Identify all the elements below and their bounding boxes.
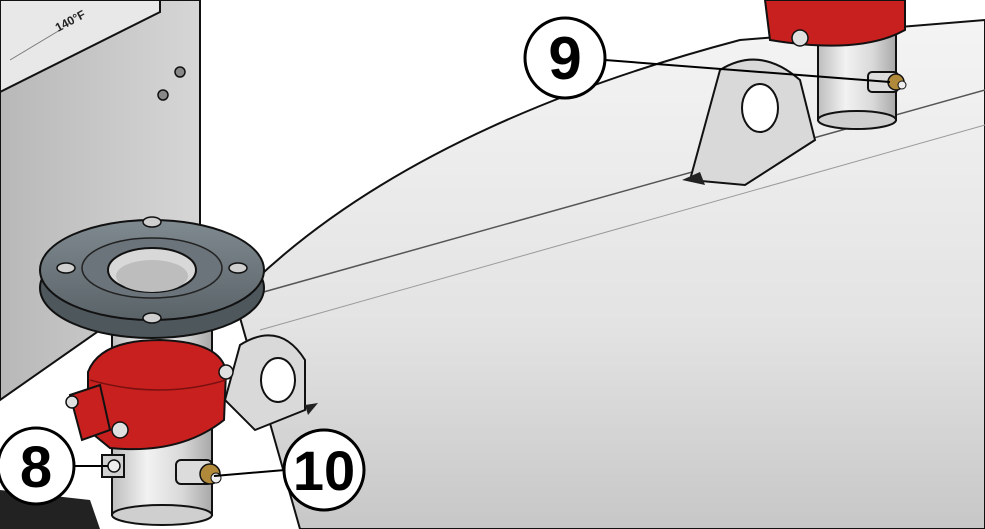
leader-line-9 [604, 59, 891, 83]
front-flange [39, 216, 265, 339]
callout-10: 10 [282, 428, 366, 512]
front-lifting-lug [223, 334, 318, 432]
leader-line-10 [213, 469, 286, 477]
callout-8: 8 [0, 426, 76, 506]
rear-lifting-lug [682, 58, 817, 187]
front-fitting-10 [175, 459, 222, 485]
callout-9-number: 9 [548, 25, 581, 92]
callout-8-number: 8 [20, 435, 52, 500]
rear-pipe [763, 0, 906, 130]
callout-10-number: 10 [293, 439, 355, 502]
callout-9: 9 [523, 16, 607, 100]
front-pipe-clamp [65, 338, 234, 451]
front-fitting-8 [101, 454, 125, 478]
